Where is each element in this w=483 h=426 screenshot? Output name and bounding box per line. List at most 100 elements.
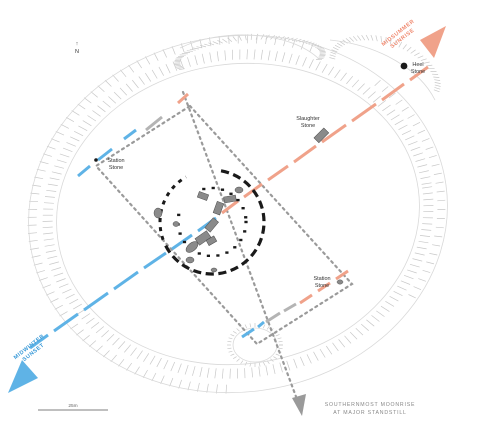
hachure-stroke: [43, 238, 54, 241]
hachure-stroke: [224, 50, 226, 61]
hachure-stroke: [433, 89, 440, 93]
hachure-stroke: [367, 91, 376, 99]
hachure-stroke: [425, 146, 434, 150]
hachure-stroke: [402, 44, 407, 50]
hachure-stroke: [39, 161, 49, 165]
hachure-stroke: [273, 356, 277, 359]
hachure-stroke: [82, 120, 92, 127]
hachure-stroke: [246, 34, 249, 44]
hachure-stroke: [112, 74, 119, 82]
hachure-stroke: [400, 280, 411, 285]
hachure-stroke: [124, 344, 131, 353]
hachure-stroke: [189, 48, 196, 51]
hachure-stroke: [113, 91, 122, 100]
hachure-stroke: [253, 49, 256, 60]
hachure-stroke: [349, 331, 358, 340]
hachure-stroke: [60, 123, 69, 129]
hachure-stroke: [43, 232, 54, 235]
hachure-stroke: [199, 367, 203, 377]
hachure-stroke: [51, 138, 60, 143]
hachure-stroke: [316, 47, 323, 49]
station-stone-se-label-line2: Stone: [315, 283, 329, 289]
hachure-stroke: [50, 298, 59, 303]
sarsen-stone: [171, 255, 180, 264]
hachure-stroke: [417, 129, 426, 134]
hachure-stroke: [293, 358, 298, 369]
hachure-stroke: [317, 48, 325, 50]
hachure-stroke: [346, 75, 354, 85]
hachure-stroke: [279, 362, 283, 373]
hachure-stroke: [81, 313, 91, 320]
hachure-stroke: [204, 43, 211, 47]
sunrise-arrowhead: [420, 26, 446, 58]
hachure-stroke: [83, 97, 92, 104]
hachure-stroke: [405, 135, 415, 141]
hachure-stroke: [47, 183, 58, 186]
hachure-stroke: [372, 95, 382, 103]
hachure-stroke: [401, 106, 409, 112]
hachure-stroke: [55, 131, 65, 136]
hachure-stroke: [420, 176, 431, 179]
hachure-stroke: [149, 355, 156, 365]
hachure-stroke: [110, 354, 117, 363]
hachure-stroke: [418, 240, 429, 244]
hachure-stroke: [295, 38, 302, 42]
sarsen-stone: [181, 263, 190, 271]
hachure-stroke: [380, 305, 390, 312]
hachure-stroke: [429, 253, 438, 256]
north-letter: N: [75, 49, 79, 55]
hachure-stroke: [222, 38, 228, 43]
hachure-stroke: [299, 356, 305, 367]
hachure-stroke: [275, 353, 280, 356]
sarsen-stone: [250, 248, 258, 258]
hachure-stroke: [53, 272, 64, 277]
bluestone: [182, 240, 187, 244]
sunset-arrowhead: [8, 360, 38, 393]
slaughter-stone-label-line1: Slaughter: [296, 116, 320, 122]
hachure-stroke: [274, 35, 281, 40]
hachure-stroke: [104, 79, 112, 87]
sarsen-stone: [261, 225, 266, 235]
hachure-stroke: [435, 226, 444, 229]
sarsen-stone: [261, 212, 266, 222]
hachure-stroke: [433, 172, 442, 175]
hachure-stroke: [73, 303, 82, 310]
hachure-stroke: [178, 68, 185, 71]
hachure-stroke: [56, 278, 66, 283]
midsummer-sunrise-caption: MIDSUMMER SUNRISE: [381, 19, 416, 50]
scale-bar: 25m: [38, 403, 108, 411]
hachure-stroke: [151, 372, 157, 382]
hachure-stroke: [421, 182, 432, 185]
hachure-stroke: [170, 361, 176, 372]
hachure-stroke: [305, 41, 312, 44]
slaughter-stone-label-line2: Stone: [301, 123, 315, 129]
bluestone-circle: [176, 186, 248, 257]
hachure-stroke: [212, 41, 219, 45]
hachure-stroke: [395, 99, 403, 105]
hachure-stroke: [423, 61, 430, 64]
hachure-stroke: [66, 142, 76, 147]
hachure-stroke: [169, 377, 174, 387]
bluestone: [216, 254, 220, 257]
hachure-stroke: [136, 60, 142, 69]
hachure-stroke: [394, 39, 397, 46]
hachure-stroke: [233, 356, 237, 359]
hachure-stroke: [187, 381, 191, 391]
axis-grey-segments: [145, 115, 297, 324]
slaughter-stone: [313, 127, 330, 144]
trilithon-stones: [153, 186, 244, 273]
hachure-stroke: [401, 130, 412, 136]
hachure-stroke: [339, 41, 345, 46]
hachure-stroke: [435, 181, 444, 184]
hachure-stroke: [375, 35, 378, 42]
hachure-stroke: [410, 49, 416, 54]
hachure-stroke: [54, 165, 64, 169]
hachure-stroke: [102, 100, 111, 108]
hachure-stroke: [45, 250, 56, 253]
hachure-stroke: [227, 347, 232, 350]
hachure-stroke: [184, 364, 189, 375]
hachure-stroke: [255, 33, 259, 40]
hachure-stroke: [417, 55, 424, 59]
hachure-stroke: [244, 324, 248, 329]
hachure-stroke: [306, 354, 312, 364]
